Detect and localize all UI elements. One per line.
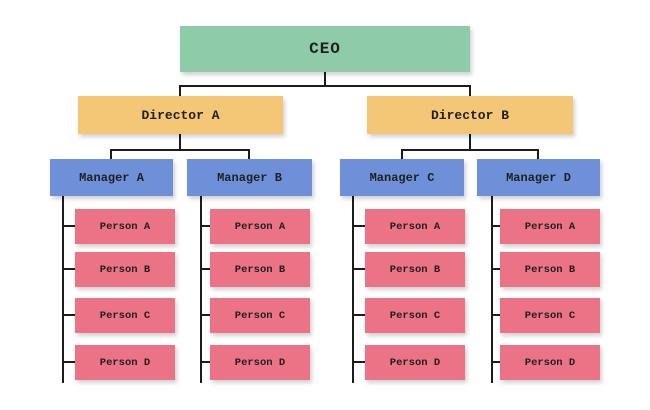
manager-b-node: Manager B (187, 159, 312, 196)
connector-line (491, 225, 500, 227)
connector-line (110, 149, 250, 151)
person-node: Person A (210, 209, 310, 244)
connector-line (352, 361, 365, 363)
connector-line (200, 361, 210, 363)
person-node: Person D (75, 345, 175, 380)
connector-line (179, 86, 181, 96)
connector-line (352, 225, 365, 227)
connector-line (401, 150, 403, 159)
connector-line (352, 314, 365, 316)
connector-line (324, 72, 326, 86)
person-node: Person A (365, 209, 465, 244)
person-node: Person A (75, 209, 175, 244)
person-node: Person C (365, 298, 465, 333)
connector-line (491, 361, 500, 363)
person-node: Person B (210, 252, 310, 287)
connector-line (491, 196, 493, 383)
connector-line (179, 85, 471, 87)
person-node: Person C (210, 298, 310, 333)
person-node: Person B (75, 252, 175, 287)
person-node: Person C (500, 298, 600, 333)
connector-line (200, 225, 210, 227)
connector-line (62, 268, 75, 270)
person-node: Person D (500, 345, 600, 380)
person-node: Person D (210, 345, 310, 380)
person-node: Person D (365, 345, 465, 380)
connector-line (200, 314, 210, 316)
person-node: Person A (500, 209, 600, 244)
manager-c-node: Manager C (340, 159, 464, 196)
connector-line (62, 314, 75, 316)
person-node: Person B (500, 252, 600, 287)
connector-line (110, 150, 112, 159)
connector-line (62, 225, 75, 227)
manager-d-node: Manager D (477, 159, 600, 196)
connector-line (248, 150, 250, 159)
connector-line (491, 314, 500, 316)
connector-line (179, 134, 181, 150)
connector-line (62, 361, 75, 363)
connector-line (469, 86, 471, 96)
connector-line (200, 268, 210, 270)
director-b-node: Director B (367, 96, 573, 134)
connector-line (352, 196, 354, 383)
ceo-node: CEO (180, 26, 470, 72)
connector-line (352, 268, 365, 270)
connector-line (491, 268, 500, 270)
person-node: Person B (365, 252, 465, 287)
connector-line (62, 196, 64, 383)
connector-line (469, 134, 471, 150)
person-node: Person C (75, 298, 175, 333)
connector-line (537, 150, 539, 159)
director-a-node: Director A (78, 96, 283, 134)
connector-line (200, 196, 202, 383)
connector-line (401, 149, 539, 151)
manager-a-node: Manager A (50, 159, 173, 196)
